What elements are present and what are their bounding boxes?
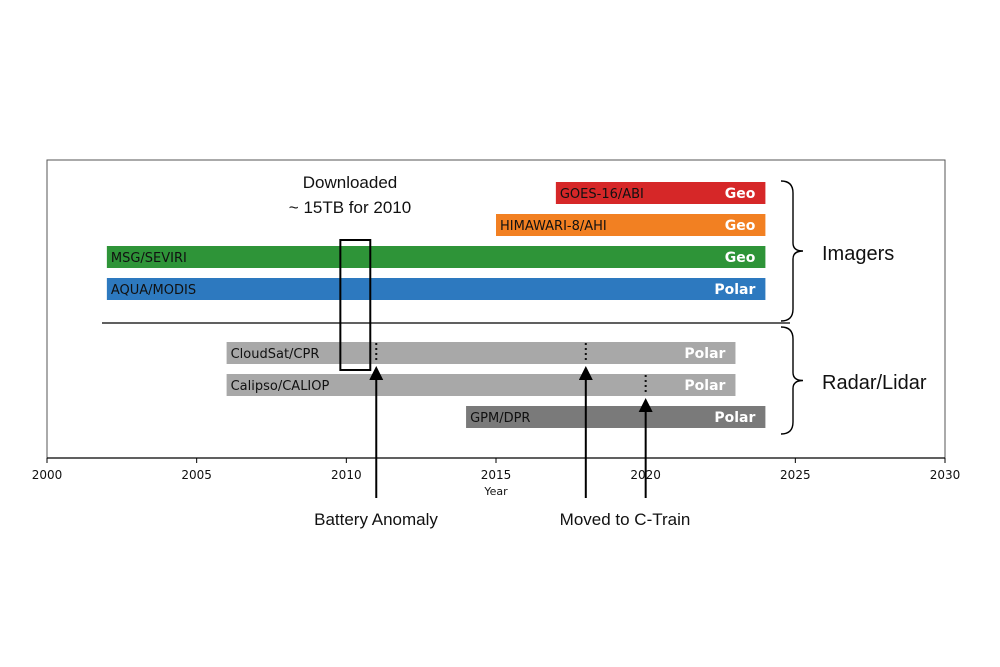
x-tick-label: 2030 [930, 468, 961, 482]
x-tick-label: 2015 [481, 468, 512, 482]
bar-name-label: MSG/SEVIRI [111, 251, 187, 266]
bar-name-label: AQUA/MODIS [111, 283, 196, 298]
download-highlight-box [339, 239, 372, 371]
imagers-brace [780, 180, 804, 322]
bar-himawari-8-ahi [496, 214, 766, 236]
group-label-imagers: Imagers [822, 243, 894, 265]
x-tick-label: 2000 [32, 468, 63, 482]
ctrain-label: Moved to C-Train [560, 510, 691, 529]
x-tick-label: 2025 [780, 468, 811, 482]
bar-calipso-caliop [226, 374, 736, 396]
x-tick-label: 2010 [331, 468, 362, 482]
bar-orbit-label: Geo [725, 218, 756, 234]
x-tick-label: 2005 [181, 468, 212, 482]
bar-orbit-label: Geo [725, 250, 756, 266]
bar-orbit-label: Polar [684, 378, 725, 394]
downloaded-annotation-line1: Downloaded [303, 173, 398, 192]
bar-msg-seviri [106, 246, 766, 268]
plot-frame [46, 159, 946, 458]
bar-name-label: CloudSat/CPR [231, 347, 320, 362]
bar-cloudsat-cpr [226, 342, 736, 364]
bar-orbit-label: Polar [714, 282, 755, 298]
bar-orbit-label: Polar [684, 346, 725, 362]
bar-gpm-dpr [466, 406, 766, 428]
group-label-radar-lidar: Radar/Lidar [822, 372, 927, 394]
bar-orbit-label: Polar [714, 410, 755, 426]
battery-anomaly-label: Battery Anomaly [314, 510, 438, 529]
downloaded-annotation-line2: ~ 15TB for 2010 [289, 198, 411, 217]
bar-name-label: HIMAWARI-8/AHI [500, 219, 607, 234]
x-axis-title: Year [483, 485, 508, 498]
bar-orbit-label: Geo [725, 186, 756, 202]
bar-name-label: GOES-16/ABI [560, 187, 644, 202]
bar-goes-16-abi [555, 182, 766, 204]
bar-aqua-modis [106, 278, 766, 300]
radar-lidar-brace [780, 326, 804, 435]
bar-name-label: GPM/DPR [470, 411, 530, 426]
bar-name-label: Calipso/CALIOP [231, 379, 330, 394]
